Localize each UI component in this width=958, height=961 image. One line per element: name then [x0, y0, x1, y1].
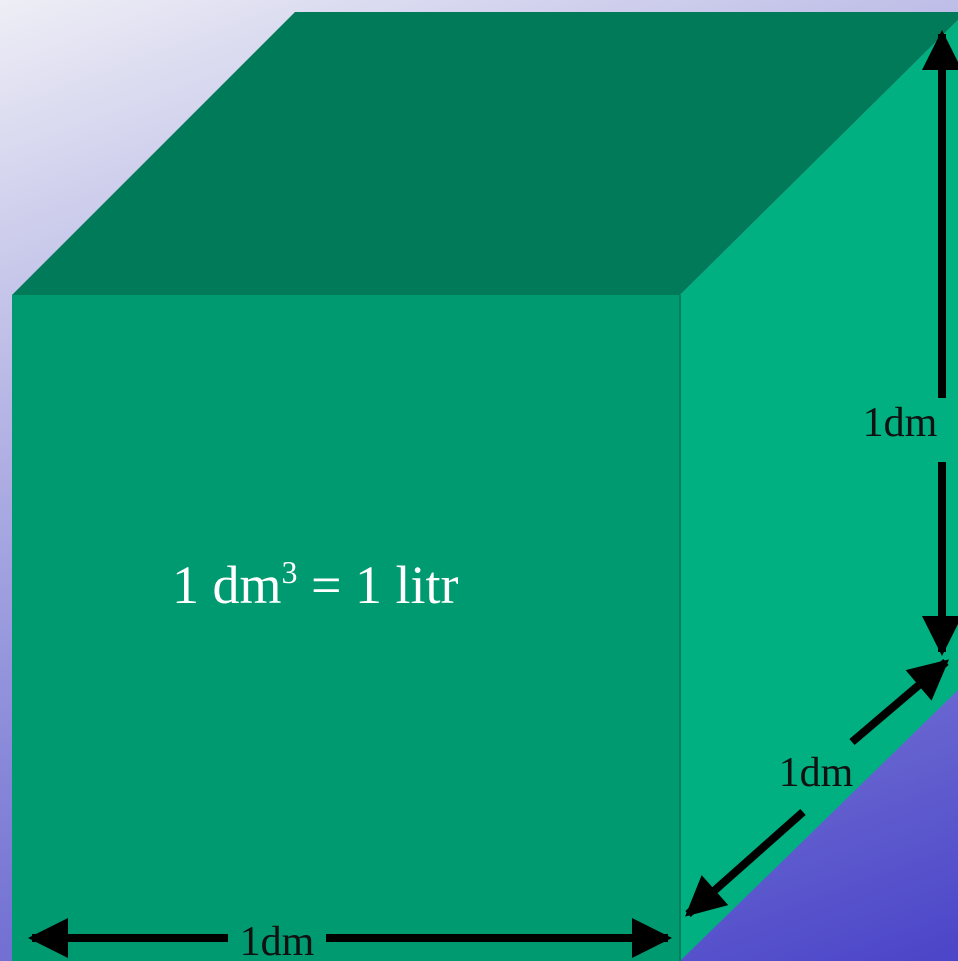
equation-exponent: 3 — [282, 554, 298, 590]
depth-label: 1dm — [779, 750, 854, 796]
cube-side-face — [680, 20, 958, 961]
depth-arrow-upper — [849, 658, 950, 746]
volume-equation: 1 dm3 = 1 litr — [172, 554, 458, 615]
height-label: 1dm — [863, 400, 938, 446]
equation-prefix: 1 dm — [172, 555, 282, 615]
cube-front-face — [12, 295, 680, 961]
depth-arrow-lower — [685, 809, 806, 917]
equation-suffix: = 1 litr — [298, 555, 459, 615]
cube-top-face — [12, 12, 958, 295]
width-label: 1dm — [240, 919, 315, 961]
